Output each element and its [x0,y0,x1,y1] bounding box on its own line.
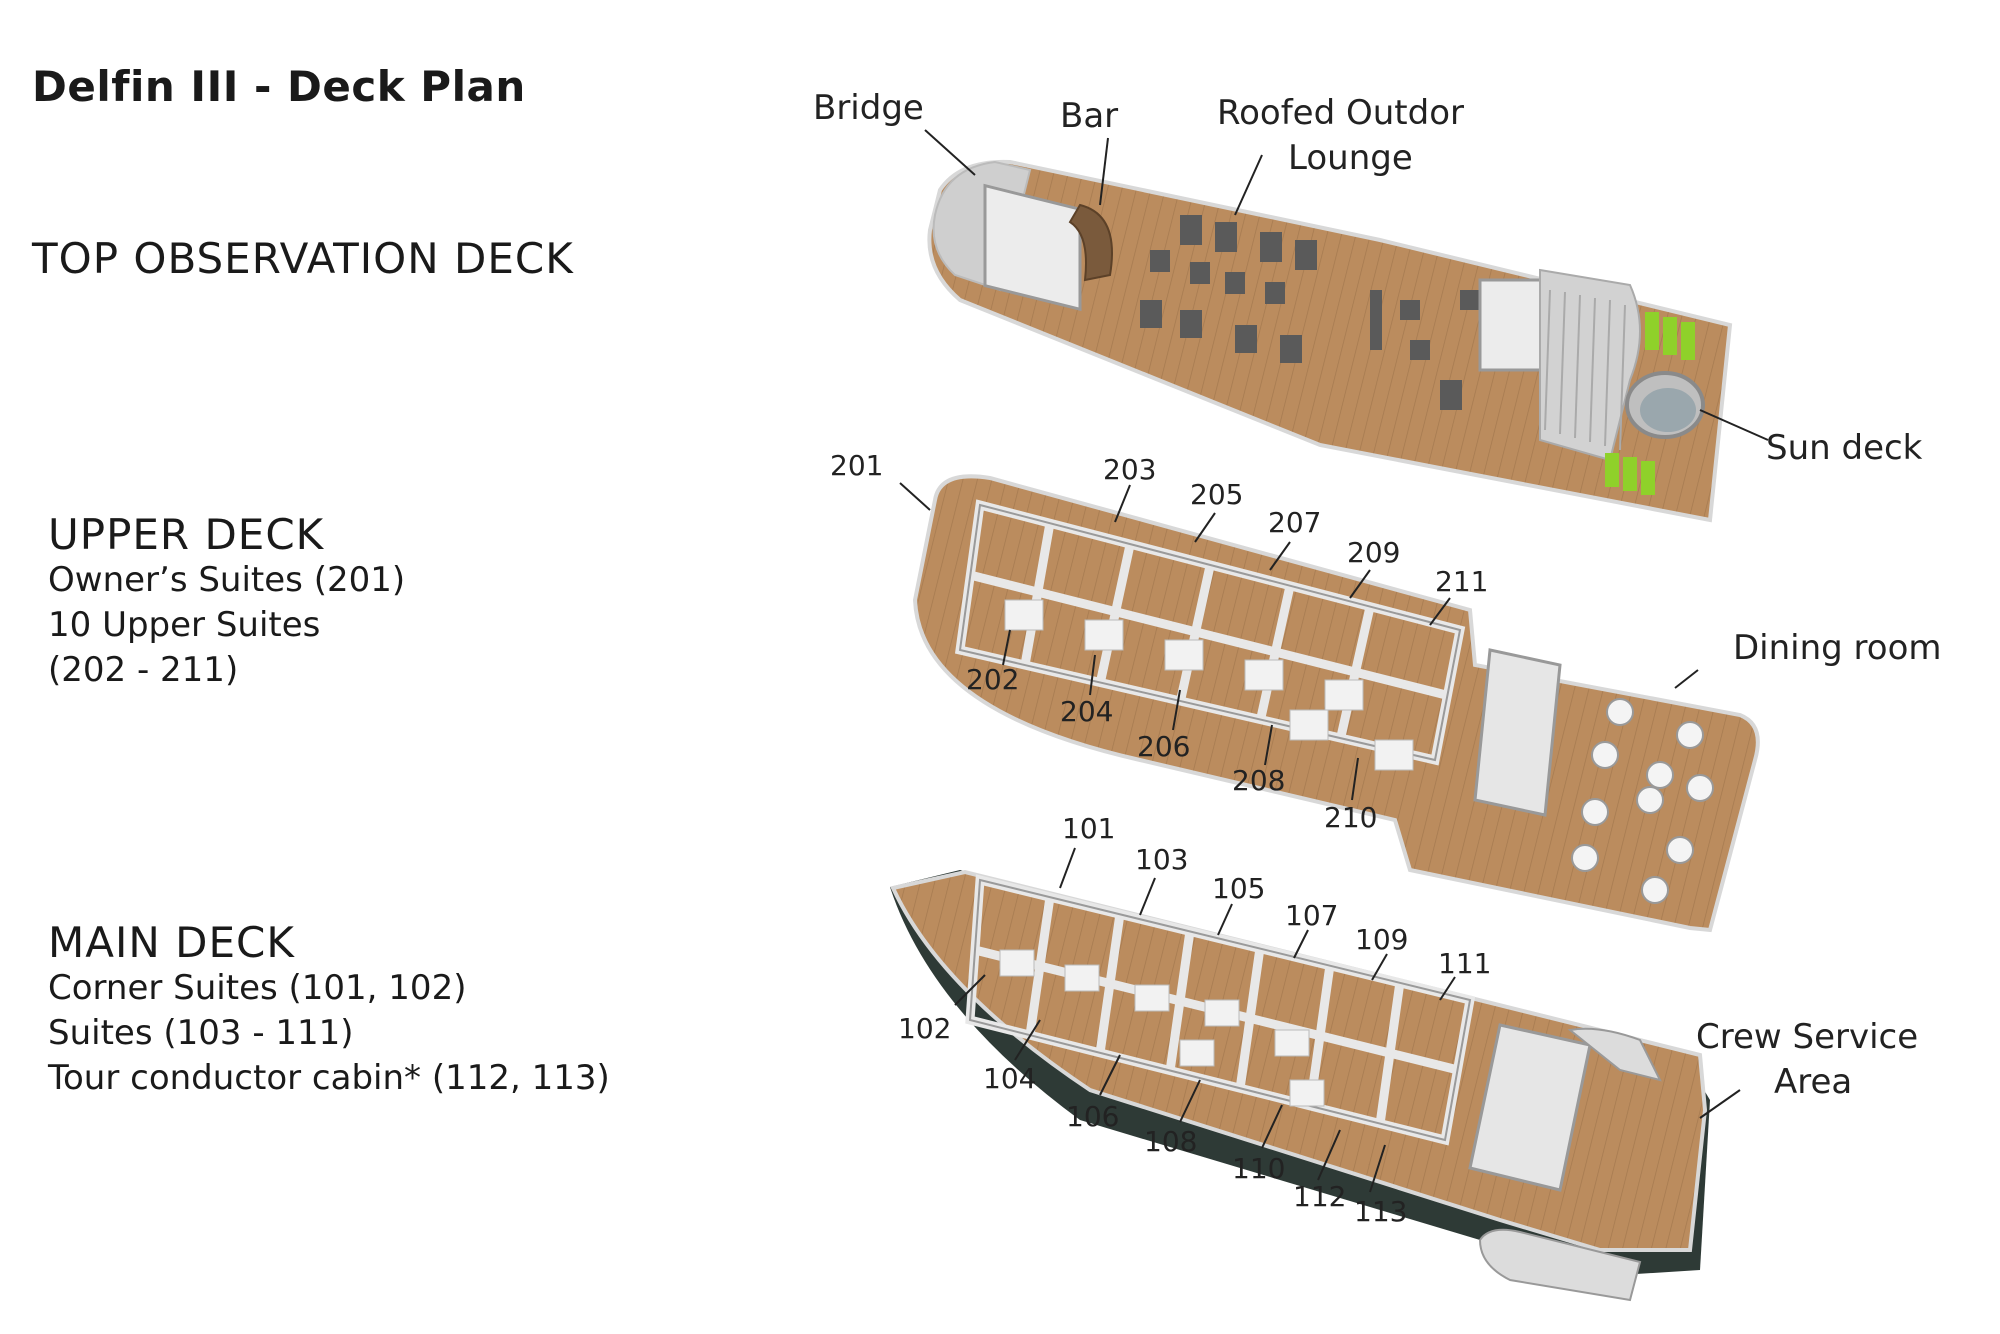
top-deck-stair-block [1478,278,1552,372]
upper-deck-description: Owner’s Suites (201) 10 Upper Suites (20… [48,558,405,693]
cabin-number: 210 [1324,801,1378,834]
cabin-number: 101 [1062,812,1116,845]
cabin-number: 112 [1293,1180,1347,1213]
callout-sun-deck: Sun deck [1766,428,1923,468]
galley [1473,648,1562,817]
cabin-number: 110 [1232,1152,1286,1185]
top-deck-heading: TOP OBSERVATION DECK [32,234,574,283]
cabin-number: 108 [1144,1125,1198,1158]
upper-deck-line: 10 Upper Suites [48,605,321,645]
cabin-number: 205 [1190,478,1244,511]
tender-boat [1478,1228,1642,1302]
cabin-number: 208 [1232,764,1286,797]
cabin-number: 206 [1137,730,1191,763]
cabin-number: 113 [1354,1195,1408,1228]
callout-lines [899,129,1769,1193]
cabin-number: 203 [1103,453,1157,486]
callout-dining-room: Dining room [1733,628,1942,668]
cabin-number: 107 [1285,899,1339,932]
callout-crew-service-line-2: Area [1774,1062,1853,1102]
main-deck-drawing [890,869,1710,1302]
top-observation-deck-drawing [927,159,1733,523]
upper-deck-heading: UPPER DECK [48,510,325,559]
cabin-number: 209 [1347,536,1401,569]
callout-bar: Bar [1060,96,1119,136]
top-deck-floor [927,159,1733,523]
tender-boat-2 [1567,1027,1662,1082]
bar-counter [1068,203,1113,282]
upper-deck-line: (202 - 211) [48,650,239,690]
cabin-number: 104 [983,1062,1037,1095]
main-deck-description: Corner Suites (101, 102) Suites (103 - 1… [48,966,610,1101]
cabin-number: 102 [898,1012,952,1045]
cabin-number: 201 [830,449,884,482]
main-deck-line: Tour conductor cabin* (112, 113) [48,1058,610,1098]
cabin-number: 111 [1438,947,1492,980]
cabin-number: 204 [1060,695,1114,728]
cabin-number: 207 [1268,506,1322,539]
page-title: Delfin III - Deck Plan [32,62,526,111]
cabin-number: 103 [1135,843,1189,876]
cabin-number: 105 [1212,872,1266,905]
cabin-number: 106 [1066,1100,1120,1133]
main-deck-line: Suites (103 - 111) [48,1013,354,1053]
main-deck-line: Corner Suites (101, 102) [48,968,467,1008]
callout-lounge-line-1: Roofed Outdor [1217,93,1464,133]
cabin-number: 202 [966,663,1020,696]
callout-crew-service-line-1: Crew Service [1696,1017,1919,1057]
callout-lounge-line-2: Lounge [1288,138,1413,178]
upper-deck-line: Owner’s Suites (201) [48,560,406,600]
upper-deck-drawing [912,474,1760,933]
main-deck-heading: MAIN DECK [48,918,295,967]
cabin-number: 211 [1435,565,1489,598]
crew-service-block [1468,1023,1592,1192]
cabin-number: 109 [1355,923,1409,956]
callout-bridge: Bridge [813,88,924,128]
bridge-rooms [983,183,1082,312]
